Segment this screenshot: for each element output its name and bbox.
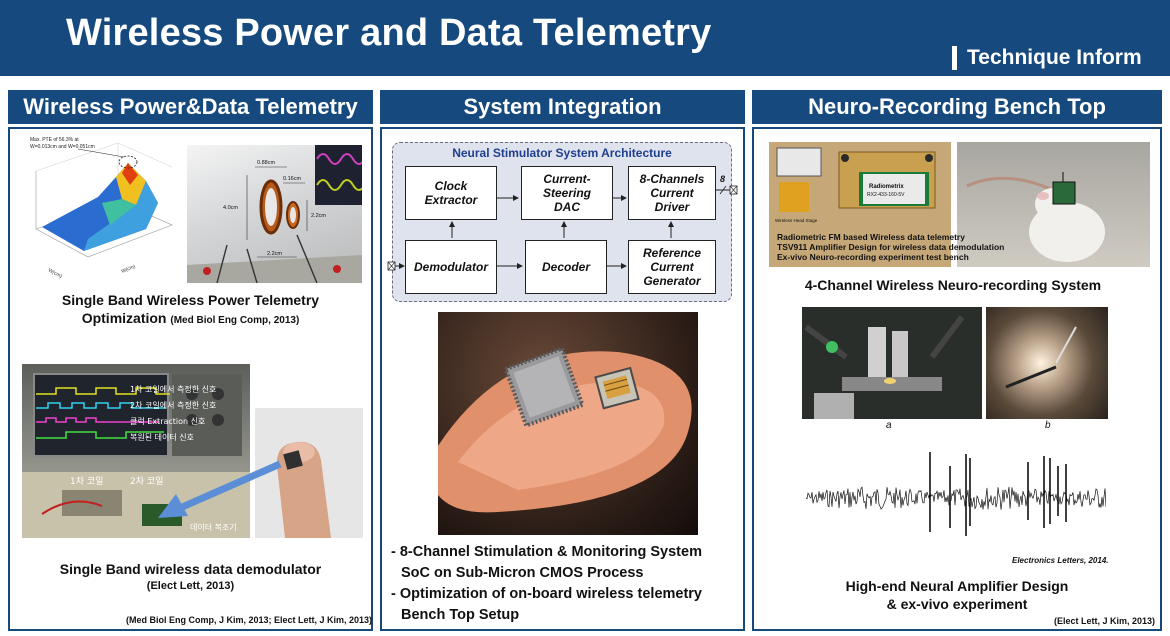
photo-label-a: a <box>886 420 892 431</box>
coil-label-3: 4.0cm <box>223 205 238 211</box>
right-column-heading: Neuro-Recording Bench Top <box>752 90 1162 124</box>
soc-chip-photo <box>438 312 698 535</box>
microscope-photo-a <box>802 307 982 419</box>
coil-label-2: 0.16cm <box>283 176 301 182</box>
left-caption-1-ref: (Med Biol Eng Comp, 2013) <box>170 315 300 326</box>
coil-label-5: 2.2cm <box>267 251 282 257</box>
efficiency-surface-plot: Max. PTE of 56.3% at W=0.013cm and W=0.0… <box>30 137 173 280</box>
right-caption-2-line-2: & ex-vivo experiment <box>886 596 1028 612</box>
title-banner <box>0 0 1170 76</box>
scope-label-3: 클럭 Extraction 신호 <box>130 416 205 426</box>
bench-label-1: 1차 코일 <box>70 475 103 487</box>
board-label-1: Radiometrix <box>869 184 904 190</box>
right-caption-2-line-1: High-end Neural Amplifier Design <box>845 578 1069 594</box>
board-label-2: RX2-433-160-5V <box>867 192 905 198</box>
connector-arrow <box>158 460 282 518</box>
left-column-heading: Wireless Power&Data Telemetry <box>8 90 373 124</box>
clock-extractor-block: Clock Extractor <box>405 166 497 220</box>
left-caption-1-line-2: Optimization <box>81 310 167 326</box>
bench-label-3: 데이터 복조기 <box>190 522 237 532</box>
trace-noise <box>806 486 1106 510</box>
finger-chip-photo <box>255 408 363 538</box>
tag-label: Technique Inform <box>967 46 1142 69</box>
left-footer-ref: (Med Biol Eng Comp, J Kim, 2013; Elect L… <box>126 615 373 625</box>
decoder-block: Decoder <box>525 240 607 294</box>
left-caption-2-ref: (Elect Lett, 2013) <box>146 580 235 592</box>
scope-label-1: 1차 코일에서 측정한 신호 <box>130 384 216 394</box>
plot-note-2: W <box>30 144 35 150</box>
plot-note-4: =0.051cm <box>73 144 95 150</box>
bus-width-label: 8 <box>720 174 725 184</box>
current-steering-dac-block: Current-Steering DAC <box>521 166 613 220</box>
coil-label-4: 2.2cm <box>311 213 326 219</box>
photo-label-b: b <box>1045 420 1051 431</box>
current-driver-block: 8-Channels Current Driver <box>628 166 716 220</box>
svg-text:W(cm): W(cm) <box>47 267 63 279</box>
svg-text:W(cm): W(cm) <box>121 264 137 275</box>
bullet-2-line-2: Bench Top Setup <box>401 607 520 623</box>
plot-note-3: =0.013cm and W <box>35 144 73 150</box>
note-1: Radiometric FM based Wireless data telem… <box>777 232 965 242</box>
middle-column-heading: System Integration <box>380 90 745 124</box>
diagram-title: Neural Stimulator System Architecture <box>452 146 672 160</box>
demodulator-bench-photo: 1차 코일에서 측정한 신호 2차 코일에서 측정한 신호 클럭 Extract… <box>22 364 250 538</box>
neural-recording-trace <box>806 452 1106 536</box>
microscope-photo-b <box>986 307 1108 419</box>
svg-text:W=0.013cm and W=0.051cm: W=0.013cm and W=0.051cm <box>30 144 95 150</box>
note-2: TSV911 Amplifier Design for wireless dat… <box>777 242 1005 252</box>
diagram-connectors: 8 <box>387 174 738 271</box>
tag-marker <box>952 46 957 70</box>
right-caption-1: 4-Channel Wireless Neuro-recording Syste… <box>804 277 1102 293</box>
scope-label-2: 2차 코일에서 측정한 신호 <box>130 400 216 410</box>
right-footer-ref: (Elect Lett, J Kim, 2013) <box>1054 616 1156 626</box>
reference-generator-block: Reference Current Generator <box>628 240 716 294</box>
demodulator-block: Demodulator <box>405 240 497 294</box>
coil-label-1: 0.88cm <box>257 160 275 166</box>
bullet-2-line-1: - Optimization of on-board wireless tele… <box>391 586 702 602</box>
left-caption-2-line-1: Single Band wireless data demodulator <box>59 561 322 577</box>
plot-note-1: Max. PTE of 56.3% at <box>30 137 79 143</box>
head-stage-board-photo: Radiometrix RX2-433-160-5V Wireless Head… <box>769 142 951 267</box>
left-caption-1-line-2-row: Optimization (Med Biol Eng Comp, 2013) <box>8 309 373 330</box>
bullet-1-line-2: SoC on Sub-Micron CMOS Process <box>401 565 644 581</box>
trace-ref: Electronics Letters, 2014. <box>1012 556 1109 565</box>
left-caption-1-line-1: Single Band Wireless Power Telemetry <box>61 292 320 308</box>
board-label-3: Wireless Head Stage <box>775 218 818 223</box>
rat-photo <box>957 142 1150 267</box>
bullet-1-line-1: - 8-Channel Stimulation & Monitoring Sys… <box>391 544 702 560</box>
coil-photo: 0.88cm 0.16cm 4.0cm 2.2cm 2.2cm <box>187 145 362 283</box>
bench-label-2: 2차 코일 <box>130 475 163 487</box>
scope-label-4: 복원된 데이터 신호 <box>130 432 194 442</box>
page-title: Wireless Power and Data Telemetry <box>66 12 712 54</box>
note-3: Ex-vivo Neuro-recording experiment test … <box>777 252 969 262</box>
